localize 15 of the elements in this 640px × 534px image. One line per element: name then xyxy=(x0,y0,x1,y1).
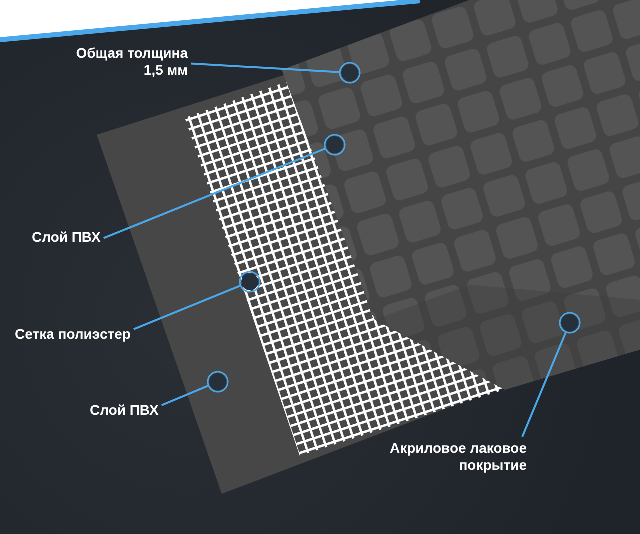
leader-line xyxy=(103,148,326,240)
callout-label: Слой ПВХ xyxy=(32,229,101,246)
callout-label: Слой ПВХ xyxy=(90,402,159,419)
leader-line xyxy=(134,284,242,330)
hotspot-marker xyxy=(239,271,261,293)
leader-line xyxy=(190,62,340,74)
leader-line xyxy=(161,384,210,406)
hotspot-marker xyxy=(324,134,346,156)
hotspot-marker xyxy=(207,371,229,393)
callout-label: Общая толщина 1,5 мм xyxy=(70,45,188,79)
hotspot-marker xyxy=(339,62,361,84)
leader-line xyxy=(522,332,568,438)
hotspot-marker xyxy=(559,312,581,334)
callout-label: Акриловое лаковое покрытие xyxy=(377,440,527,474)
callout-label: Сетка полиэстер xyxy=(15,326,131,343)
